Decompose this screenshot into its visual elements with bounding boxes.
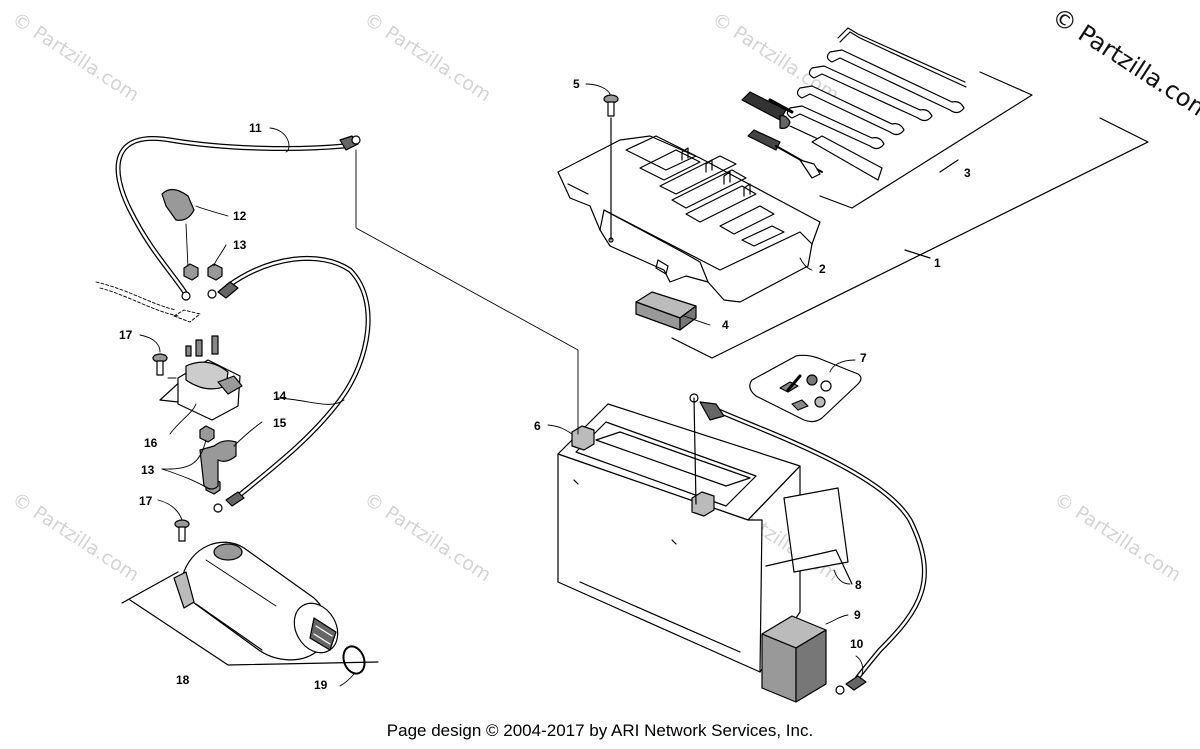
callout-13: 13 bbox=[233, 238, 247, 252]
callout-5: 5 bbox=[573, 77, 580, 91]
callout-8: 8 bbox=[855, 578, 862, 592]
tool-kit-group-bracket bbox=[819, 71, 1033, 209]
starter-group-bracket bbox=[121, 571, 379, 666]
leader-lines bbox=[139, 83, 864, 687]
callout-17: 17 bbox=[139, 494, 153, 508]
callout-6: 6 bbox=[534, 419, 541, 433]
tool-kit bbox=[741, 27, 967, 181]
hardware-kit bbox=[749, 354, 862, 423]
foam-block bbox=[761, 615, 827, 703]
callout-10: 10 bbox=[850, 637, 864, 651]
starter-solenoid bbox=[167, 335, 243, 421]
o-ring bbox=[342, 645, 366, 675]
rubber-boot bbox=[199, 440, 237, 490]
callout-9: 9 bbox=[854, 608, 861, 622]
callout-19: 19 bbox=[314, 678, 328, 692]
callout-1: 1 bbox=[934, 256, 941, 270]
positive-battery-cable bbox=[689, 393, 927, 695]
callout-3: 3 bbox=[964, 166, 971, 180]
screw bbox=[603, 94, 619, 243]
starter-motor bbox=[173, 541, 339, 661]
callout-4: 4 bbox=[722, 318, 729, 332]
callout-2: 2 bbox=[819, 262, 826, 276]
copyright-footer: Page design © 2004-2017 by ARI Network S… bbox=[386, 721, 814, 740]
foam-pad bbox=[635, 291, 697, 331]
storage-tray-group-bracket bbox=[671, 117, 1149, 359]
terminal-cover bbox=[161, 188, 195, 269]
callout-18: 18 bbox=[176, 673, 190, 687]
callout-7: 7 bbox=[860, 351, 867, 365]
callout-11: 11 bbox=[249, 121, 262, 135]
callout-15: 15 bbox=[273, 416, 287, 430]
storage-tray bbox=[557, 135, 821, 303]
callout-13: 13 bbox=[141, 463, 155, 477]
wire-harness-lead bbox=[95, 281, 201, 323]
battery bbox=[557, 403, 801, 673]
bolt bbox=[152, 353, 190, 542]
callout-16: 16 bbox=[144, 436, 158, 450]
callout-14: 14 bbox=[273, 389, 287, 403]
starter-cable bbox=[207, 255, 371, 513]
callout-12: 12 bbox=[233, 209, 247, 223]
battery-label bbox=[765, 487, 853, 585]
negative-battery-cable bbox=[115, 135, 579, 435]
callout-17: 17 bbox=[119, 328, 133, 342]
